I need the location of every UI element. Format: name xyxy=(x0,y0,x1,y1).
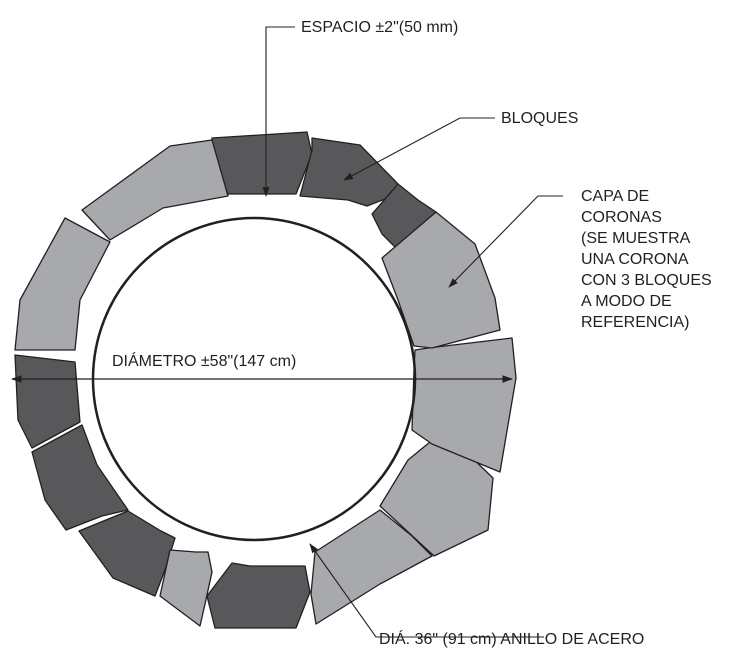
block-right-upper-light xyxy=(381,211,501,349)
svg-text:UNA CORONA: UNA CORONA xyxy=(581,251,689,268)
espacio-leader-line xyxy=(262,26,295,197)
block-bottom-left-dark xyxy=(78,510,176,597)
capa-label: CAPA DE CORONAS (SE MUESTRA UNA CORONA C… xyxy=(581,188,712,331)
svg-text:(SE MUESTRA: (SE MUESTRA xyxy=(581,230,691,247)
block-left-lower-dark xyxy=(31,424,129,531)
block-top-left-light xyxy=(81,139,229,241)
block-bottom-dark xyxy=(206,562,311,629)
stone-blocks xyxy=(14,131,517,629)
diameter-label: DIÁMETRO ±58"(147 cm) xyxy=(112,351,296,370)
espacio-label: ESPACIO ±2"(50 mm) xyxy=(301,19,458,36)
block-top-dark xyxy=(211,131,313,195)
anillo-leader-line xyxy=(309,543,544,638)
block-left-upper-light xyxy=(14,217,111,351)
svg-text:REFERENCIA): REFERENCIA) xyxy=(581,314,689,331)
block-right-lower-light xyxy=(379,441,494,557)
bloques-label: BLOQUES xyxy=(501,110,578,127)
svg-text:CAPA DE: CAPA DE xyxy=(581,188,649,205)
block-bottom-right-light xyxy=(310,509,433,625)
bloques-leader-line xyxy=(343,117,495,181)
svg-text:CON 3 BLOQUES: CON 3 BLOQUES xyxy=(581,272,712,289)
block-bottom-light xyxy=(159,549,213,627)
block-top-right-dark xyxy=(299,137,399,207)
svg-text:CORONAS: CORONAS xyxy=(581,209,662,226)
svg-text:A MODO DE: A MODO DE xyxy=(581,293,672,310)
anillo-label: DIÁ. 36" (91 cm) ANILLO DE ACERO xyxy=(379,629,644,648)
capa-leader-line xyxy=(448,195,563,288)
block-right-middle-light xyxy=(411,337,517,473)
